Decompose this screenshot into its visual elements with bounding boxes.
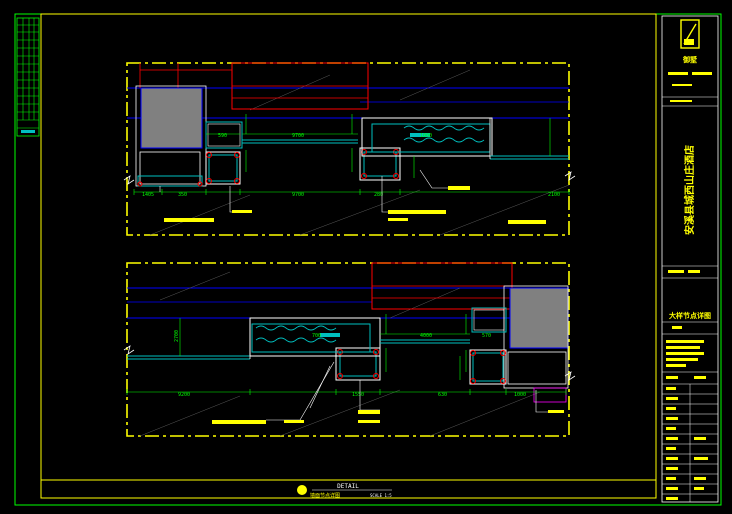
lower-frame-section-right — [469, 349, 507, 385]
upper-dim-label: 9700 — [292, 192, 304, 198]
drawing-name: 大样节点详图 — [669, 311, 711, 320]
lower-dim-label: 700 — [312, 333, 321, 339]
upper-note — [508, 220, 546, 224]
drawing-frame — [40, 13, 657, 499]
upper-dim-label: 1405 — [142, 192, 154, 198]
lower-dim-label: 4000 — [420, 333, 432, 339]
upper-dim-label: 350 — [178, 192, 187, 198]
revision-strip — [16, 17, 40, 137]
detail-marker — [297, 485, 307, 495]
upper-note — [448, 186, 470, 190]
footer-scale: SCALE 1:5 — [370, 493, 392, 498]
upper-column-fill — [140, 87, 203, 149]
upper-frame-section-mid — [359, 147, 401, 181]
lower-dim-label: 1550 — [352, 392, 364, 398]
lower-dim-label: 570 — [482, 333, 491, 339]
upper-dim-label: 2100 — [548, 192, 560, 198]
title-block: 御墅 安溪县城西山庄酒店 大样节点详图 — [661, 15, 719, 503]
upper-frame-section-left — [205, 151, 241, 185]
upper-dimensions — [133, 114, 570, 195]
project-name: 安溪县城西山庄酒店 — [683, 145, 696, 235]
drawing-footer: DETAIL 墙面节点详图 SCALE 1:5 — [297, 483, 392, 499]
lower-note — [212, 420, 266, 424]
lower-dim-label: 9200 — [178, 392, 190, 398]
upper-dim-label: 1000 — [420, 133, 432, 139]
logo-text: 御墅 — [682, 55, 697, 64]
footer-title: DETAIL — [337, 483, 359, 490]
upper-note — [388, 218, 408, 221]
upper-note — [232, 210, 252, 213]
lower-insulation-wave — [255, 325, 337, 343]
upper-dim-label: 590 — [218, 133, 227, 139]
lower-dim-label: 1000 — [514, 392, 526, 398]
lower-note — [284, 420, 304, 423]
lower-detail: 2700 9200 1550 630 4000 700 570 1000 — [123, 262, 576, 437]
lower-column-fill — [509, 287, 569, 349]
upper-dim-label: 9700 — [292, 133, 304, 139]
upper-insulation-panel — [361, 117, 493, 157]
upper-note — [164, 218, 214, 222]
lower-frame-section-mid — [335, 347, 381, 381]
lower-dim-label: 630 — [438, 392, 447, 398]
lower-dimensions — [126, 314, 567, 395]
info-table — [662, 376, 718, 502]
lower-note — [358, 410, 380, 414]
lower-dim-label: 2700 — [174, 330, 180, 342]
upper-detail: 1405 350 9700 2100 9700 1000 280 590 — [123, 62, 576, 236]
lower-note — [358, 420, 380, 423]
footer-subtitle: 墙面节点详图 — [310, 492, 340, 499]
upper-insulation-wave — [403, 125, 485, 143]
lower-note — [548, 410, 564, 413]
upper-note — [388, 210, 446, 214]
upper-dim-label: 280 — [374, 192, 383, 198]
lower-detail-frame — [126, 262, 570, 437]
logo-mark — [680, 19, 700, 49]
